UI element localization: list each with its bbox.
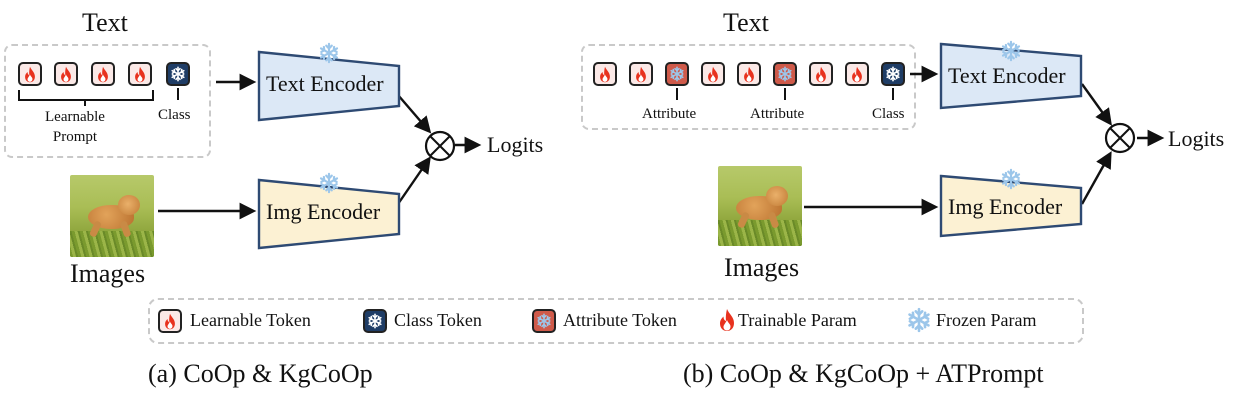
right-prompt-box [581,44,916,130]
right-learnable-token-4 [737,62,761,86]
right-class-label: Class [872,106,905,122]
left-learnable-prompt-label: Learnable Prompt [45,109,105,145]
left-logits-label: Logits [487,132,544,157]
right-img-encoder-snowflake-icon [1000,168,1022,190]
left-multiply-icon [424,130,456,162]
left-class-label: Class [158,107,191,123]
left-caption: (a) CoOp & KgCoOp [148,359,373,388]
right-class-token [881,62,905,86]
legend-attribute-token-label: Attribute Token [563,310,677,330]
left-learnable-token-1 [18,62,42,86]
legend-learnable-token-label: Learnable Token [190,310,311,330]
left-text-encoder-snowflake-icon [318,42,340,64]
legend-trainable-param-label: Trainable Param [738,310,857,330]
right-text-label: Text [723,8,769,37]
left-img-encoder-label: Img Encoder [266,199,381,224]
right-connectors [676,65,1165,216]
right-images-label: Images [724,253,800,282]
right-logits-label: Logits [1168,126,1225,151]
legend-attribute-token-swatch [532,309,556,333]
right-learnable-token-2 [629,62,653,86]
right-caption: (b) CoOp & KgCoOp + ATPrompt [683,359,1044,388]
legend-fire-icon [717,307,737,333]
legend-snowflake-icon [906,307,932,333]
right-img-encoder-label: Img Encoder [948,194,1063,219]
left-img-encoder-snowflake-icon [318,172,340,194]
right-attribute-token-2 [773,62,797,86]
right-learnable-token-1 [593,62,617,86]
legend-frozen-param-label: Frozen Param [936,310,1037,330]
right-attribute-token-1 [665,62,689,86]
right-attribute-label-2: Attribute [750,106,805,122]
left-prompt-box [4,44,211,158]
left-connectors [18,73,482,220]
legend-box [148,298,1084,344]
right-dog-image [718,166,802,246]
left-text-encoder [257,50,401,122]
legend-class-token-swatch [363,309,387,333]
legend-learnable-token-swatch [158,309,182,333]
left-learnable-token-2 [54,62,78,86]
right-img-encoder [939,174,1083,238]
right-text-encoder-snowflake-icon [1000,40,1022,62]
right-text-encoder [939,42,1083,110]
left-img-encoder [257,178,401,250]
right-learnable-token-5 [809,62,833,86]
left-images-label: Images [70,259,146,288]
left-text-label: Text [82,8,128,37]
right-multiply-icon [1104,122,1136,154]
legend-class-token-label: Class Token [394,310,482,330]
right-learnable-token-3 [701,62,725,86]
right-learnable-token-6 [845,62,869,86]
left-learnable-token-3 [91,62,115,86]
left-text-encoder-label: Text Encoder [266,71,384,96]
left-dog-image [70,175,154,257]
right-attribute-label-1: Attribute [642,106,697,122]
right-text-encoder-label: Text Encoder [948,63,1066,88]
left-class-token [166,62,190,86]
left-learnable-token-4 [128,62,152,86]
